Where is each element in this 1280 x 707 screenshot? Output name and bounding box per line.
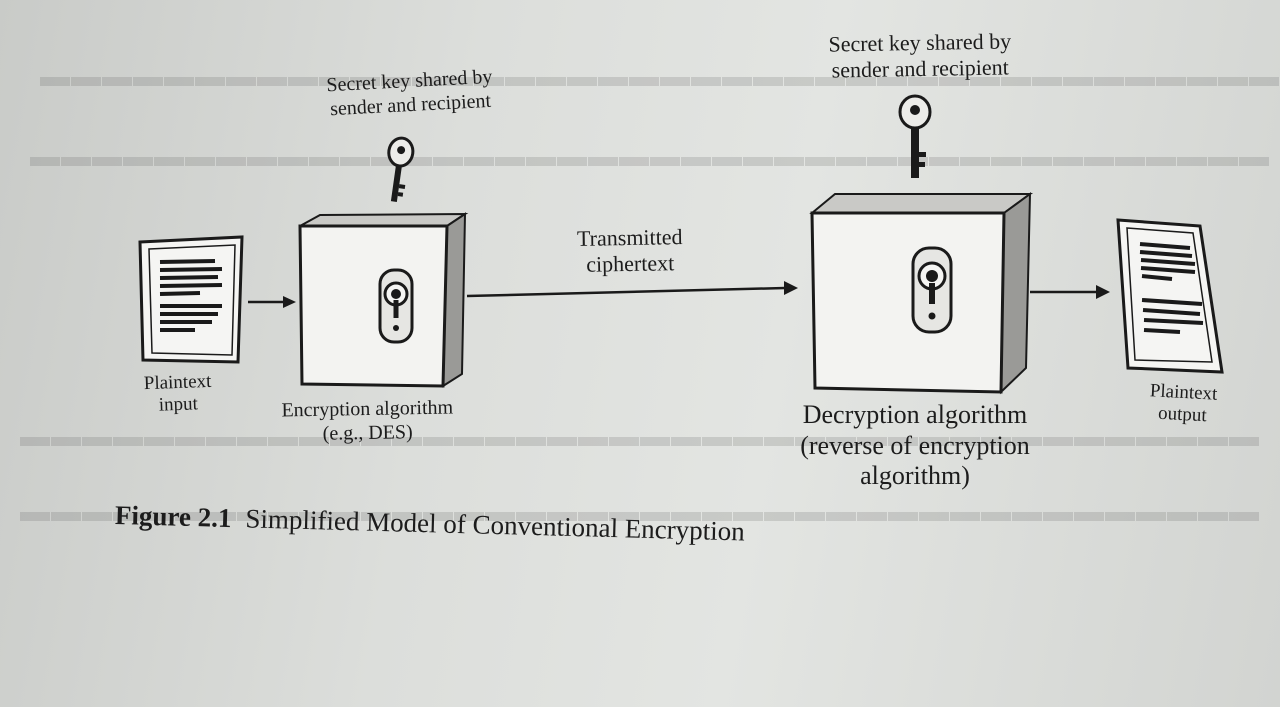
- label-line: input: [158, 393, 199, 417]
- decryption-box-icon: [809, 191, 1034, 395]
- label-line: (reverse of encryption: [800, 430, 1030, 460]
- transmitted-arrow-icon: [466, 281, 798, 298]
- plaintext-output-label: Plaintext output: [1127, 379, 1239, 430]
- bleed-through-texture: ▬▬▬▬▬▬▬▬▬▬▬▬▬▬▬▬▬▬▬▬▬▬▬▬▬▬▬▬▬▬▬▬▬▬▬▬▬▬▬▬: [40, 60, 1280, 93]
- encryption-algorithm-label: Encryption algorithm (e.g., DES): [255, 396, 481, 447]
- plaintext-input-label: Plaintext input: [127, 370, 229, 418]
- label-line: Decryption algorithm: [802, 400, 1028, 429]
- secret-key-label-right: Secret key shared by sender and recipien…: [780, 28, 1061, 85]
- label-line: sender and recipient: [831, 54, 1009, 83]
- transmitted-ciphertext-label: Transmitted ciphertext: [555, 224, 706, 279]
- key-icon: [387, 136, 415, 202]
- bleed-through-texture: ▬▬▬▬▬▬▬▬▬▬▬▬▬▬▬▬▬▬▬▬▬▬▬▬▬▬▬▬▬▬▬▬▬▬▬▬▬▬▬▬: [20, 495, 1260, 528]
- plaintext-input-document-icon: [138, 235, 244, 364]
- decryption-algorithm-label: Decryption algorithm (reverse of encrypt…: [765, 400, 1065, 492]
- label-line: Encryption algorithm: [281, 396, 454, 422]
- keyhole-icon: [378, 268, 414, 344]
- label-line: Transmitted: [576, 224, 683, 251]
- bleed-through-texture: ▬▬▬▬▬▬▬▬▬▬▬▬▬▬▬▬▬▬▬▬▬▬▬▬▬▬▬▬▬▬▬▬▬▬▬▬▬▬▬▬: [30, 140, 1270, 173]
- key-icon: [898, 94, 932, 178]
- label-line: ciphertext: [586, 250, 675, 277]
- figure-number: Figure 2.1: [114, 500, 232, 534]
- keyhole-icon: [911, 246, 953, 334]
- label-line: algorithm): [860, 461, 970, 491]
- label-line: (e.g., DES): [322, 420, 413, 445]
- bleed-through-texture: ▬▬▬▬▬▬▬▬▬▬▬▬▬▬▬▬▬▬▬▬▬▬▬▬▬▬▬▬▬▬▬▬▬▬▬▬▬▬▬▬: [20, 420, 1260, 453]
- plaintext-output-document-icon: [1116, 218, 1224, 374]
- arrow-icon: [1030, 285, 1110, 299]
- arrow-icon: [248, 296, 296, 308]
- encryption-box-icon: [298, 212, 469, 388]
